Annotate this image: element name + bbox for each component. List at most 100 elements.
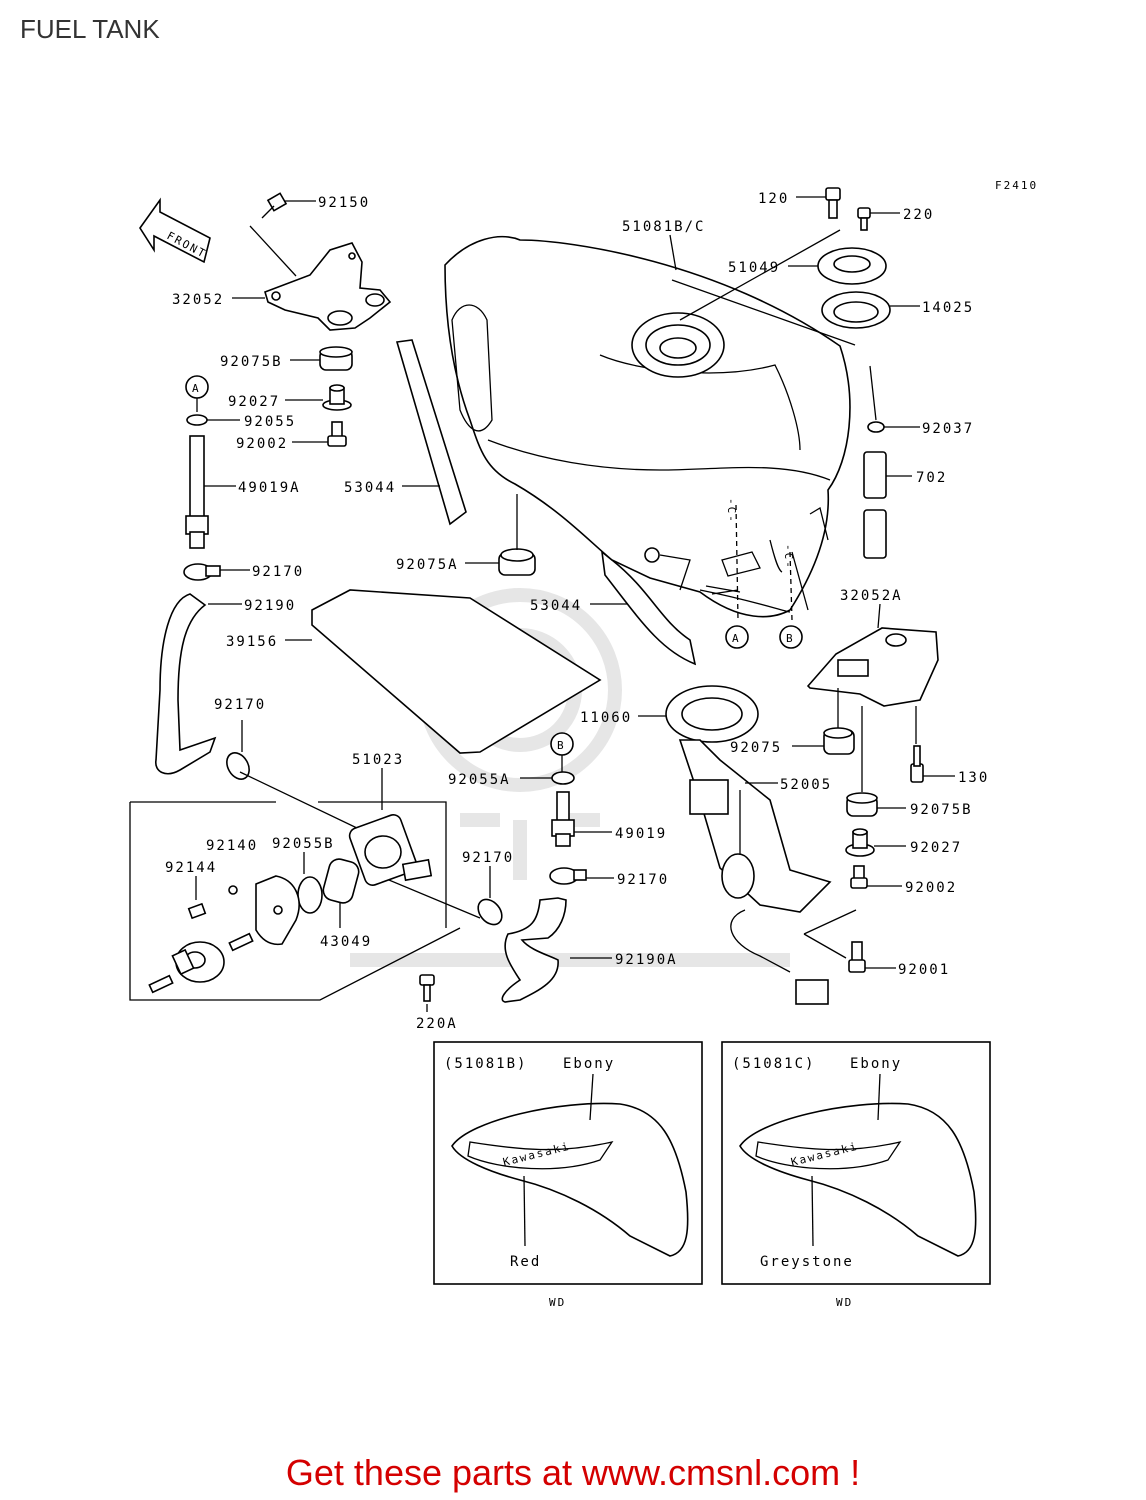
page-title: FUEL TANK	[20, 14, 160, 44]
inset-51081B: (51081B) Ebony Kawasaki Red WD	[433, 1041, 703, 1309]
diagram-code: F2410	[995, 179, 1038, 192]
inset-51081B-code: (51081B)	[444, 1056, 527, 1072]
inset-51081B-color-top: Ebony	[563, 1056, 615, 1072]
bolt-92002-icon	[327, 421, 347, 447]
inset-51081C-note: WD	[836, 1296, 853, 1309]
footer-promo-link[interactable]: Get these parts at www.cmsnl.com !	[285, 1452, 861, 1493]
inset-51081C-code: (51081C)	[732, 1056, 815, 1072]
marker-b: B	[557, 739, 566, 752]
gasket-11060-icon	[665, 685, 759, 743]
collar-92027-icon	[322, 384, 352, 411]
o-ring-92055-icon	[186, 414, 208, 426]
clamp-92170-b-icon	[226, 752, 250, 780]
inset-51081B-note: WD	[549, 1296, 566, 1309]
callout-49019: 49019	[615, 826, 667, 842]
callout-51049: 51049	[728, 260, 780, 276]
screw-220-icon	[857, 207, 871, 231]
tap-knob-icon	[171, 941, 225, 983]
callout-92075A: 92075A	[396, 557, 459, 573]
spring-92144-icon	[187, 902, 207, 920]
callout-92190: 92190	[244, 598, 296, 614]
bolt-130-icon	[910, 745, 924, 783]
callout-92075B-left: 92075B	[220, 354, 283, 370]
inset-51081C-color-bottom: Greystone	[760, 1254, 854, 1270]
callout-52005: 52005	[780, 777, 832, 793]
svg-text:-C-: -C-	[782, 544, 795, 570]
fuel-tap-51023-icon	[348, 814, 433, 886]
callout-92027-left: 92027	[228, 394, 280, 410]
callout-92055A: 92055A	[448, 772, 511, 788]
callout-92144: 92144	[165, 860, 217, 876]
callout-92002-right: 92002	[905, 880, 957, 896]
marker-a-bottom: A	[732, 632, 741, 645]
fitting-49019-icon	[551, 791, 575, 847]
callout-11060: 11060	[580, 710, 632, 726]
pad-39156-shape	[311, 589, 602, 754]
callout-92001: 92001	[898, 962, 950, 978]
callout-51023: 51023	[352, 752, 404, 768]
bolt-92150-icon	[261, 192, 288, 219]
callout-92027-right: 92027	[910, 840, 962, 856]
fuel-tank-shape	[444, 235, 851, 618]
strip-53044-a-shape	[395, 339, 467, 526]
collar-92027-right-icon	[845, 828, 875, 857]
clamp-92170-d-icon	[549, 867, 587, 885]
grommet-92075-icon	[823, 727, 855, 755]
hose-92190A-shape	[501, 897, 567, 1003]
fuel-pump-52005-shape	[678, 739, 832, 1005]
callout-51081BC: 51081B/C	[622, 219, 705, 235]
callout-14025: 14025	[922, 300, 974, 316]
callout-92170-b: 92170	[214, 697, 266, 713]
bracket-32052A-shape	[806, 627, 939, 707]
screw-bottom-icon	[148, 974, 174, 994]
callout-92055: 92055	[244, 414, 296, 430]
callout-92140: 92140	[206, 838, 258, 854]
screw-left-icon	[228, 932, 254, 952]
callout-92170-c: 92170	[462, 850, 514, 866]
callout-92150: 92150	[318, 195, 370, 211]
ball-92140-icon	[228, 885, 238, 895]
svg-text:-C-: -C-	[725, 498, 738, 524]
callout-92037: 92037	[922, 421, 974, 437]
callout-43049: 43049	[320, 934, 372, 950]
hose-702-icon	[863, 451, 887, 559]
marker-a: A	[192, 382, 201, 395]
callout-92055B: 92055B	[272, 836, 335, 852]
fitting-49019A-icon	[185, 435, 209, 549]
marker-b-bottom: B	[786, 632, 795, 645]
callout-49019A: 49019A	[238, 480, 301, 496]
callout-92170-a: 92170	[252, 564, 304, 580]
clip-92037-icon	[867, 421, 885, 433]
callout-32052: 32052	[172, 292, 224, 308]
bolt-92002-right-icon	[850, 865, 868, 889]
fuel-tap-box	[129, 768, 481, 1012]
callout-32052A: 32052A	[840, 588, 903, 604]
screw-220A-icon	[419, 974, 435, 1002]
hose-92190-shape	[155, 593, 217, 775]
inset-51081C-color-top: Ebony	[850, 1056, 902, 1072]
callout-220A: 220A	[416, 1016, 458, 1032]
bracket-32052-shape	[264, 242, 392, 331]
clamp-92170-c-icon	[477, 898, 503, 926]
gasket-43049-icon	[322, 858, 360, 904]
inset-51081B-color-bottom: Red	[510, 1254, 541, 1270]
callout-130: 130	[958, 770, 989, 786]
callout-92002-left: 92002	[236, 436, 288, 452]
front-arrow-icon: FRONT	[139, 197, 211, 264]
bolt-92001-icon	[848, 941, 866, 973]
callout-92170-d: 92170	[617, 872, 669, 888]
grommet-92075A-icon	[498, 548, 536, 576]
callout-702: 702	[916, 470, 947, 486]
clamp-92170-a-icon	[183, 563, 221, 581]
inset-51081C: (51081C) Ebony Kawasaki Greystone WD	[721, 1041, 991, 1309]
callout-53044-a: 53044	[344, 480, 396, 496]
callout-92075: 92075	[730, 740, 782, 756]
callout-39156: 39156	[226, 634, 278, 650]
strip-53044-b-shape	[600, 550, 697, 666]
callout-92075B-right: 92075B	[910, 802, 973, 818]
callout-220: 220	[903, 207, 934, 223]
callout-120: 120	[758, 191, 789, 207]
callout-92190A: 92190A	[615, 952, 678, 968]
